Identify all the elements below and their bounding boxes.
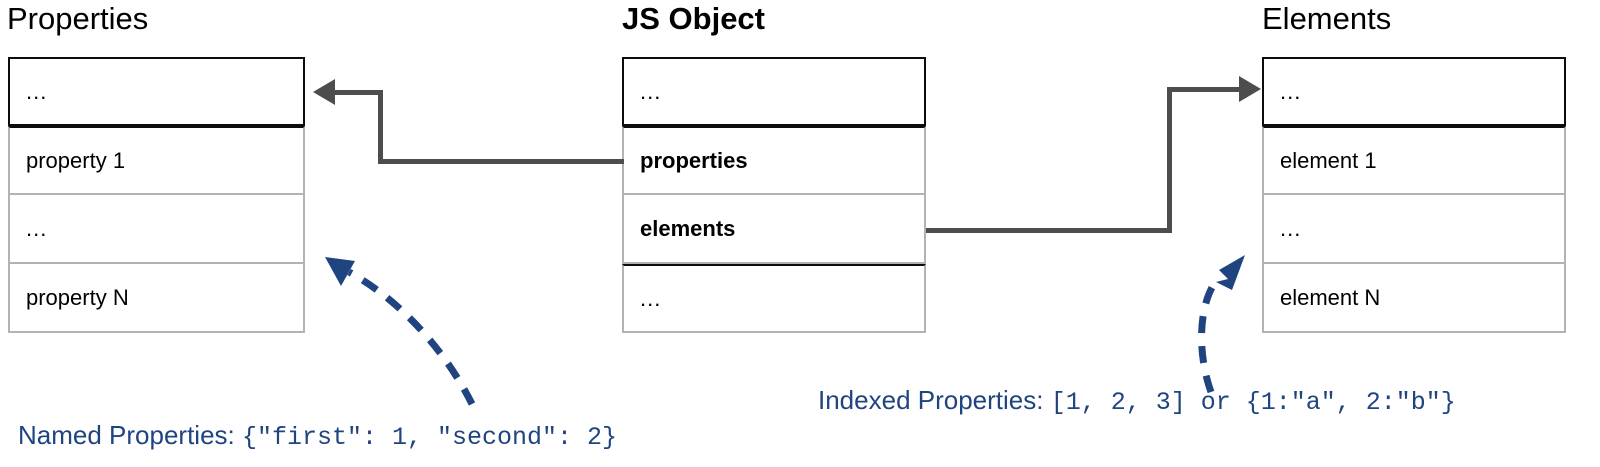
cell-text: ...: [26, 215, 48, 241]
table-row: property 1: [8, 126, 305, 195]
elements-table: ... element 1 ... element N: [1262, 57, 1566, 333]
indexed-properties-callout-line: [1198, 274, 1222, 394]
cell-text: ...: [640, 285, 662, 311]
cell-text: properties: [640, 147, 748, 173]
indexed-properties-code: [1, 2, 3] or {1:"a", 2:"b"}: [1050, 388, 1456, 417]
table-row: element 1: [1262, 126, 1566, 195]
elements-connector-segment-h1: [926, 228, 1172, 233]
cell-text: elements: [640, 215, 736, 241]
table-row: ...: [1262, 195, 1566, 264]
table-row-elements: elements: [622, 195, 926, 264]
table-row: ...: [1262, 57, 1566, 126]
elements-column-title: Elements: [1262, 1, 1392, 36]
indexed-properties-caption: Indexed Properties: [1, 2, 3] or {1:"a",…: [818, 385, 1456, 418]
table-row: property N: [8, 264, 305, 333]
cell-text: element N: [1280, 284, 1381, 310]
cell-text: ...: [640, 78, 662, 104]
named-properties-callout-line: [347, 268, 476, 406]
named-properties-callout-arrowhead: [325, 257, 355, 286]
properties-connector-arrowhead: [313, 79, 335, 105]
table-row: ...: [8, 57, 305, 126]
cell-text: ...: [1280, 215, 1302, 241]
properties-connector-segment-v: [378, 90, 383, 164]
jsobject-table: ... properties elements ...: [622, 57, 926, 333]
table-row: ...: [622, 264, 926, 333]
named-properties-caption: Named Properties: {"first": 1, "second":…: [18, 420, 617, 453]
properties-connector-segment-h1: [378, 159, 624, 164]
named-properties-label: Named Properties:: [18, 420, 242, 450]
table-row: element N: [1262, 264, 1566, 333]
indexed-properties-callout-arrowhead: [1216, 255, 1245, 290]
cell-text: element 1: [1280, 147, 1377, 173]
properties-connector-segment-h2: [335, 90, 383, 95]
properties-column-title: Properties: [7, 1, 149, 36]
cell-text: property N: [26, 284, 129, 310]
indexed-properties-label: Indexed Properties:: [818, 385, 1051, 415]
table-row-properties: properties: [622, 126, 926, 195]
elements-connector-segment-h2: [1167, 87, 1239, 92]
table-row: ...: [622, 57, 926, 126]
table-row: ...: [8, 195, 305, 264]
properties-table: ... property 1 ... property N: [8, 57, 305, 333]
cell-text: property 1: [26, 147, 126, 173]
cell-text: ...: [26, 78, 48, 104]
cell-text: ...: [1280, 78, 1302, 104]
jsobject-column-title: JS Object: [622, 1, 765, 36]
elements-connector-arrowhead: [1239, 76, 1261, 102]
named-properties-code: {"first": 1, "second": 2}: [241, 423, 618, 452]
elements-connector-segment-v: [1167, 87, 1172, 233]
